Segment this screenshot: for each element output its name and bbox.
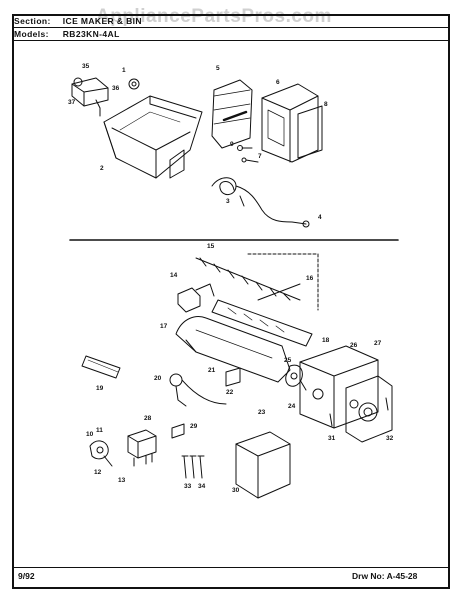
callout-12: 12 (94, 469, 102, 476)
models-label: Models: (14, 29, 49, 39)
callout-3: 3 (226, 198, 230, 205)
footer-divider (12, 567, 450, 568)
screws-upper (237, 145, 259, 163)
ice-bin-drawing (103, 95, 203, 179)
mounting-plate-drawing (345, 375, 393, 443)
callout-36: 36 (112, 85, 120, 92)
screws-lower (181, 397, 389, 479)
callout-21: 21 (208, 367, 216, 374)
models-row: Models: RB23KN-4AL (14, 29, 120, 39)
callout-8: 8 (324, 101, 328, 108)
callout-18: 18 (322, 337, 330, 344)
callout-19: 19 (96, 385, 104, 392)
callout-layer: 1234567891011121314151617181920212223242… (68, 63, 394, 494)
callout-34: 34 (198, 483, 206, 490)
mold-heater-drawing (175, 316, 291, 383)
models-divider (12, 40, 450, 41)
watermark: AppliancePartsPros.com (96, 6, 332, 27)
cover-drawing (235, 431, 291, 499)
drawing-frame (12, 14, 450, 589)
section-row: Section: ICE MAKER & BIN (14, 16, 142, 26)
footer-date: 9/92 (18, 571, 35, 581)
ejector-blade-drawing (211, 299, 313, 347)
callout-10: 10 (86, 431, 94, 438)
section-label: Section: (14, 16, 51, 26)
callout-16: 16 (306, 275, 314, 282)
wire-harness-drawing (211, 177, 310, 228)
switch-drawing (225, 367, 241, 387)
callout-37: 37 (68, 99, 76, 106)
ice-stripper-drawing (195, 257, 301, 301)
control-box-drawing (299, 345, 379, 429)
drawing-number-label: Drw No: (352, 571, 385, 581)
water-valve-drawing (127, 429, 157, 467)
valve-coil-drawing (89, 440, 113, 467)
chute-drawing (261, 83, 319, 163)
support-drawing (169, 373, 227, 407)
callout-15: 15 (207, 243, 215, 250)
models-value: RB23KN-4AL (62, 29, 120, 39)
callout-24: 24 (288, 403, 296, 410)
drawing-number-value: A-45-28 (386, 571, 418, 581)
fill-tube-drawing (81, 355, 121, 379)
fill-cup-drawing (195, 283, 215, 297)
callout-9: 9 (230, 141, 234, 148)
callout-22: 22 (226, 389, 234, 396)
callout-29: 29 (190, 423, 198, 430)
auger-drawing (211, 79, 253, 149)
nut-drawing (128, 78, 140, 90)
callout-32: 32 (386, 435, 394, 442)
callout-17: 17 (160, 323, 168, 330)
callout-4: 4 (318, 214, 322, 221)
callout-1: 1 (122, 67, 126, 74)
motor-drawing (285, 364, 307, 391)
callout-6: 6 (276, 79, 280, 86)
callout-11: 11 (96, 427, 103, 434)
callout-26: 26 (350, 342, 358, 349)
drawing-number-row: Drw No: A-45-28 (352, 571, 417, 581)
callout-14: 14 (170, 272, 178, 279)
callout-2: 2 (100, 165, 104, 172)
bin-motor-assembly-drawing (71, 77, 109, 117)
callout-30: 30 (232, 487, 240, 494)
callout-5: 5 (216, 65, 220, 72)
shield-drawing (247, 253, 319, 311)
callout-20: 20 (154, 375, 162, 382)
section-value: ICE MAKER & BIN (62, 16, 142, 26)
callout-23: 23 (258, 409, 266, 416)
callout-33: 33 (184, 483, 192, 490)
callout-35: 35 (82, 63, 90, 70)
callout-28: 28 (144, 415, 152, 422)
callout-7: 7 (258, 153, 262, 160)
chute-door-drawing (297, 105, 323, 159)
clamp-drawing (171, 423, 185, 439)
callout-13: 13 (118, 477, 126, 484)
header-divider (12, 27, 450, 28)
callout-27: 27 (374, 340, 382, 347)
callout-31: 31 (328, 435, 336, 442)
callout-25: 25 (284, 357, 292, 364)
thermostat-drawing (177, 287, 201, 313)
